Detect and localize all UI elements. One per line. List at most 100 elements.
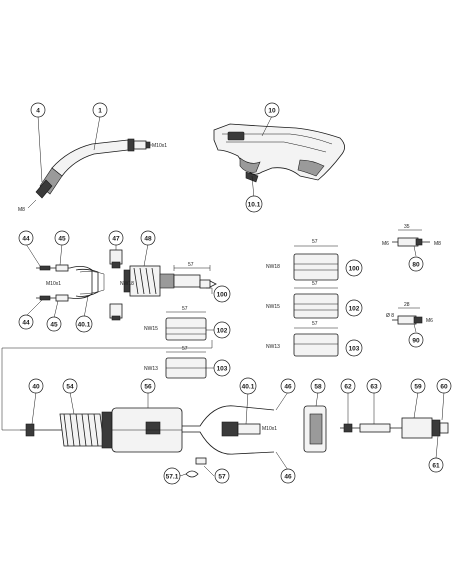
dim-57-b: 57 — [182, 306, 188, 312]
dim-28: 28 — [404, 302, 410, 308]
nozzle-tip-part[interactable] — [27, 167, 63, 209]
callout-44-lower: 44 — [18, 314, 34, 330]
cable-connector-lower[interactable] — [36, 294, 70, 302]
callout-58: 58 — [310, 378, 326, 394]
callout-40-1-upper: 40.1 — [75, 315, 93, 333]
switch-loop-bottom[interactable] — [182, 405, 275, 455]
nw15-right-label: NW15 — [266, 304, 280, 310]
callout-48: 48 — [140, 230, 156, 246]
callout-46-lower: 46 — [280, 468, 296, 484]
svg-text:47: 47 — [112, 236, 120, 243]
nozzle-103-mid[interactable] — [165, 357, 207, 379]
nozzle-103-right[interactable] — [293, 333, 339, 357]
callout-1: 1 — [92, 102, 108, 118]
dim-35: 35 — [404, 224, 410, 230]
dim-57-a: 57 — [188, 262, 194, 268]
callout-45-lower: 45 — [46, 316, 62, 332]
central-connector-59-60[interactable] — [401, 417, 449, 439]
callout-10: 10 — [264, 102, 280, 118]
callout-61: 61 — [428, 457, 444, 473]
tip80-left-thread: M6 — [382, 241, 389, 247]
svg-text:102: 102 — [349, 306, 360, 313]
svg-text:54: 54 — [66, 384, 74, 391]
small-nut-47-lower[interactable] — [109, 303, 123, 321]
connector-nut-58[interactable] — [303, 405, 327, 453]
callout-100-mid: 100 — [213, 285, 231, 303]
callout-62: 62 — [340, 378, 356, 394]
coupling-body-48[interactable] — [123, 265, 175, 297]
tip90-thread: M6 — [426, 318, 433, 324]
pin-62-63[interactable] — [340, 423, 402, 433]
cable-connector-upper[interactable] — [36, 264, 70, 272]
nozzle-102-right[interactable] — [293, 293, 339, 319]
nw13-right-label: NW13 — [266, 344, 280, 350]
svg-text:103: 103 — [217, 366, 228, 373]
nw18-mid-label: NW18 — [120, 281, 134, 287]
svg-text:62: 62 — [344, 384, 352, 391]
spare-part-57[interactable] — [185, 457, 207, 478]
callout-46-upper: 46 — [280, 378, 296, 394]
svg-text:57.1: 57.1 — [166, 474, 179, 481]
contact-tip-90[interactable] — [392, 315, 423, 325]
callout-57-1: 57.1 — [163, 467, 181, 485]
dia-8-label: Ø 8 — [386, 313, 394, 319]
svg-text:45: 45 — [50, 322, 58, 329]
callout-100-right: 100 — [345, 259, 363, 277]
callout-40-1-lower: 40.1 — [239, 377, 257, 395]
callout-60: 60 — [436, 378, 452, 394]
switch-wire-loop[interactable] — [69, 266, 105, 299]
dim-57-f: 57 — [312, 321, 318, 327]
svg-text:46: 46 — [284, 384, 292, 391]
callout-103-right: 103 — [345, 339, 363, 357]
small-nut-47[interactable] — [109, 249, 123, 269]
callout-80: 80 — [408, 256, 424, 272]
torch-neck-part[interactable] — [51, 138, 152, 177]
contact-tip-80[interactable] — [392, 237, 430, 247]
main-thread-label: M10x1 — [262, 426, 277, 432]
callout-90: 90 — [408, 332, 424, 348]
nozzle-100-right[interactable] — [293, 253, 339, 281]
svg-text:63: 63 — [370, 384, 378, 391]
svg-text:44: 44 — [22, 320, 30, 327]
tip-thread-label: M8 — [18, 207, 25, 213]
handle-body-56[interactable] — [101, 407, 183, 453]
svg-text:58: 58 — [314, 384, 322, 391]
svg-text:60: 60 — [440, 384, 448, 391]
handle-part[interactable] — [213, 123, 345, 183]
diffuser-tube-100[interactable] — [173, 274, 217, 289]
dim-57-d: 57 — [312, 239, 318, 245]
spring-guard-54[interactable] — [59, 413, 105, 447]
svg-text:59: 59 — [414, 384, 422, 391]
callout-59: 59 — [410, 378, 426, 394]
cable-thread-label: M10x1 — [46, 281, 61, 287]
nw18-right-label: NW18 — [266, 264, 280, 270]
svg-text:1: 1 — [98, 108, 102, 115]
svg-text:103: 103 — [349, 346, 360, 353]
callout-10-1: 10.1 — [245, 195, 263, 213]
svg-text:61: 61 — [432, 463, 440, 470]
callout-54: 54 — [62, 378, 78, 394]
callout-57: 57 — [214, 468, 230, 484]
callout-103-mid: 103 — [213, 359, 231, 377]
neck-thread-label: M10x1 — [152, 143, 167, 149]
callout-4: 4 — [30, 102, 46, 118]
tip80-right-thread: M8 — [434, 241, 441, 247]
svg-text:56: 56 — [144, 384, 152, 391]
callout-63: 63 — [366, 378, 382, 394]
svg-text:45: 45 — [58, 236, 66, 243]
svg-text:100: 100 — [349, 266, 360, 273]
callout-47: 47 — [108, 230, 124, 246]
svg-text:44: 44 — [22, 236, 30, 243]
nozzle-102-mid[interactable] — [165, 317, 207, 341]
callout-102-right: 102 — [345, 299, 363, 317]
svg-text:57: 57 — [218, 474, 226, 481]
svg-text:40.1: 40.1 — [78, 322, 91, 329]
callout-56: 56 — [140, 378, 156, 394]
callout-44-upper: 44 — [18, 230, 34, 246]
nw13-mid-label: NW13 — [144, 366, 158, 372]
dim-57-e: 57 — [312, 281, 318, 287]
svg-text:10.1: 10.1 — [248, 202, 261, 209]
callout-102-mid: 102 — [213, 321, 231, 339]
svg-text:102: 102 — [217, 328, 228, 335]
